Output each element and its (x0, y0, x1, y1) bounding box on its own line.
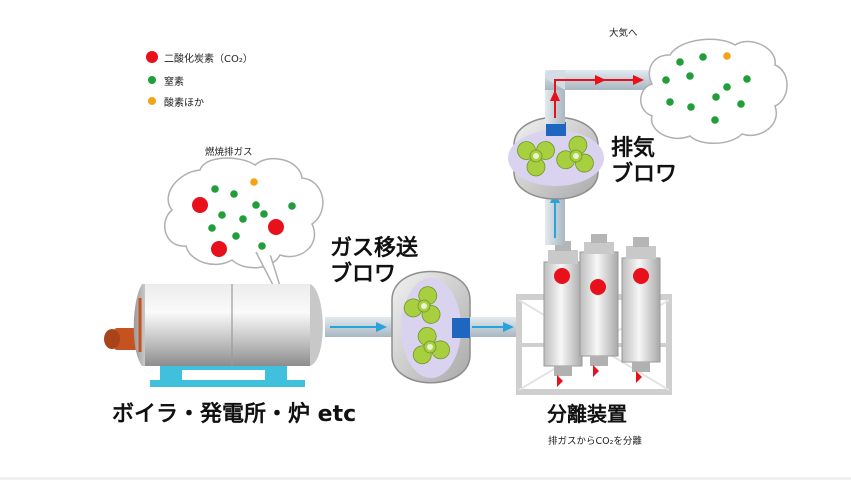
exhaust-blower (508, 116, 604, 200)
flue-gas-molecules (192, 178, 296, 257)
legend-nitrogen-label: 窒素 (164, 77, 184, 88)
bottom-divider (0, 477, 851, 480)
atmosphere-label: 大気へ (609, 28, 638, 39)
boiler (104, 284, 323, 387)
legend-oxygen-label: 酸素ほか (164, 98, 204, 109)
atmosphere-cloud (640, 38, 788, 144)
legend-co2-label: 二酸化炭素（CO₂） (164, 54, 253, 65)
transfer-blower (391, 270, 471, 384)
transfer-blower-label-line2: ブロワ (330, 262, 397, 287)
separator-title: 分離装置 (547, 402, 627, 426)
boiler-label: ボイラ・発電所・炉 etc (112, 402, 357, 427)
flow-arrow-1 (330, 322, 387, 332)
flow-arrow-2 (472, 322, 514, 332)
legend-co2-marker (146, 51, 158, 63)
transfer-blower-label-line1: ガス移送 (330, 236, 419, 261)
legend-oxygen-marker (148, 97, 156, 105)
exhaust-blower-label-line1: 排気 (611, 136, 656, 161)
flow-arrow-4 (550, 75, 644, 118)
separator-unit (516, 234, 672, 395)
separator-subtitle: 排ガスからCO₂を分離 (548, 436, 642, 447)
exhaust-blower-label-line2: ブロワ (611, 162, 678, 187)
flue-gas-label: 燃焼排ガス (205, 147, 253, 158)
atmosphere-molecules (662, 52, 751, 124)
legend-nitrogen-marker (148, 76, 156, 84)
